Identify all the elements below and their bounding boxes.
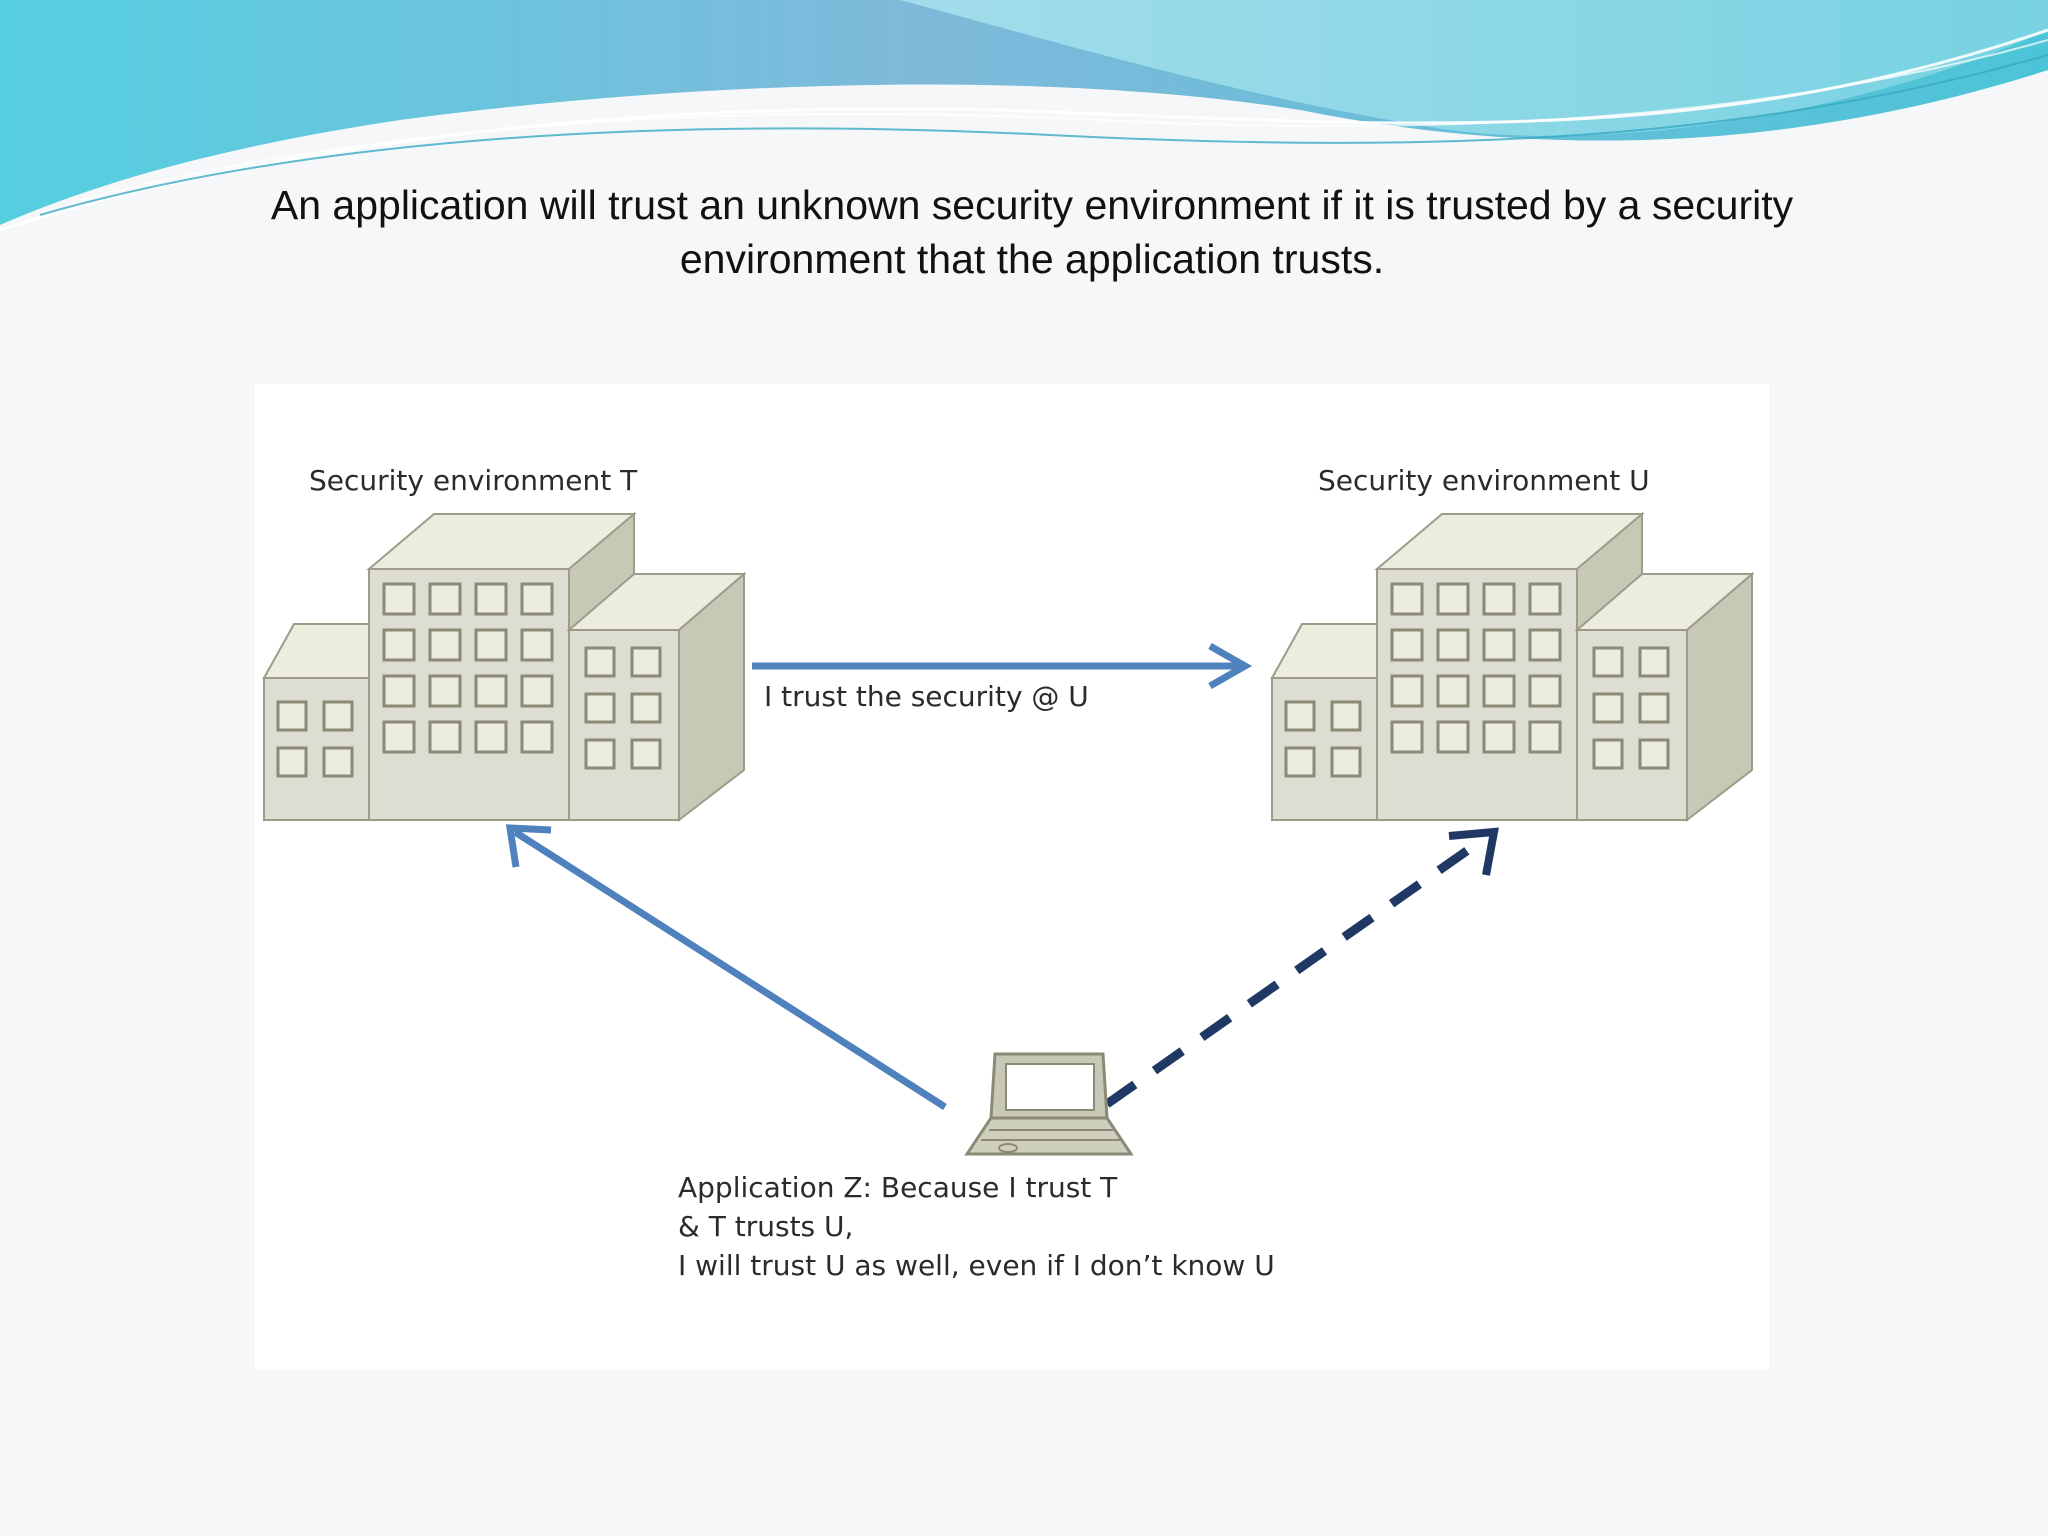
header-wave-decoration xyxy=(0,0,2048,232)
building-u-icon xyxy=(1270,512,1754,822)
trust-arrow-label: I trust the security @ U xyxy=(764,680,1089,713)
app-label-line-1: Application Z: Because I trust T xyxy=(678,1171,1118,1204)
laptop-icon xyxy=(964,1052,1134,1156)
title-line-1: An application will trust an unknown sec… xyxy=(270,182,1794,228)
application-z-label: Application Z: Because I trust T & T tru… xyxy=(678,1168,1275,1285)
env-t-label: Security environment T xyxy=(309,464,638,497)
title-line-2: environment that the application trusts. xyxy=(679,236,1385,282)
slide-title: An application will trust an unknown sec… xyxy=(120,178,1944,286)
trust-arrow-app-to-t xyxy=(505,824,947,1110)
implied-trust-arrow-app-to-u xyxy=(1104,827,1499,1108)
app-label-line-2: & T trusts U, xyxy=(678,1210,854,1243)
trust-diagram: Security environment T Security environm… xyxy=(255,384,1769,1370)
app-label-line-3: I will trust U as well, even if I don’t … xyxy=(678,1249,1275,1282)
trust-arrow-t-to-u xyxy=(752,642,1253,690)
building-t-icon xyxy=(262,512,746,822)
env-u-label: Security environment U xyxy=(1318,464,1650,497)
